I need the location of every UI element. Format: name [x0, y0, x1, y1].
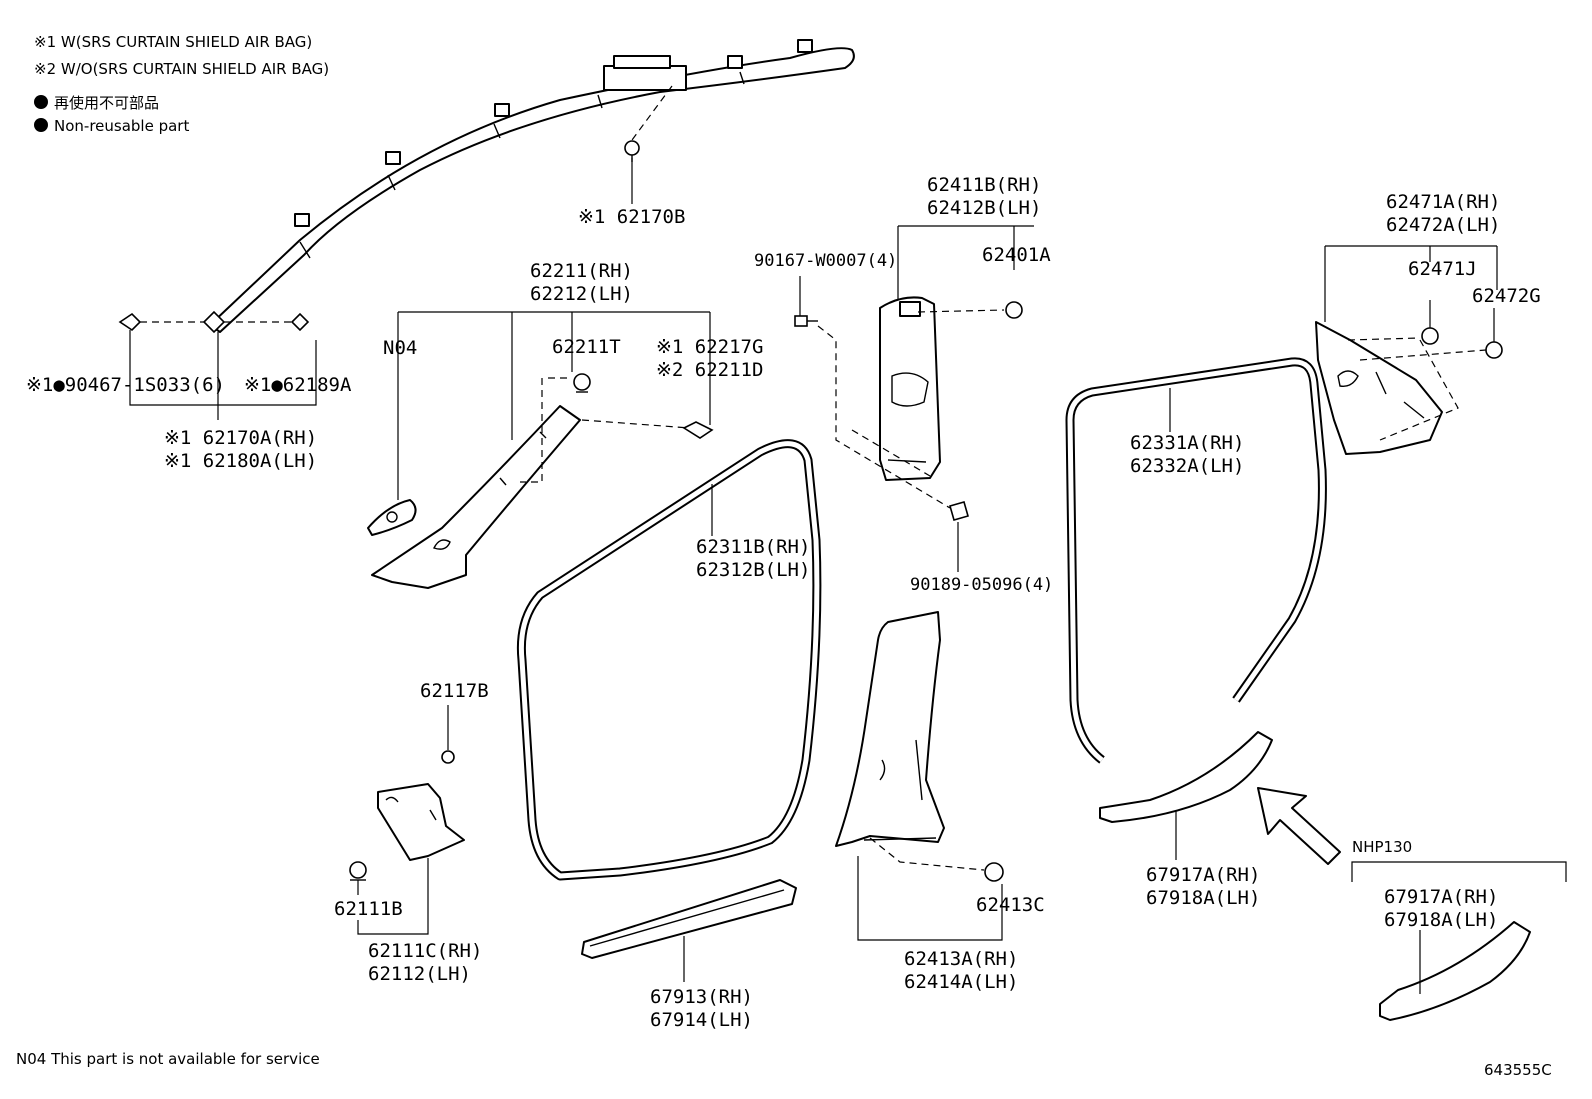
- label-62401A-text: 62401A: [982, 244, 1051, 266]
- label-67914-text: 67914(LH): [650, 1009, 753, 1031]
- label-62312B-text: 62312B(LH): [696, 559, 811, 581]
- front-scuff-plate[interactable]: [581, 879, 797, 959]
- label-62311B-text: 62311B(RH): [696, 536, 811, 558]
- note-non-reusable-en: Non-reusable part: [34, 117, 189, 135]
- label-62111B-text: 62111B: [334, 898, 403, 920]
- label-62472G[interactable]: 62472G: [1472, 285, 1541, 308]
- clip-90189[interactable]: [949, 501, 969, 521]
- non-reusable-jp-text: 再使用不可部品: [54, 94, 160, 112]
- label-90167-text: 90167-W0007(4): [754, 251, 898, 271]
- label-67918A-2-text: 67918A(LH): [1384, 909, 1499, 931]
- label-62411B[interactable]: 62411B(RH)62412B(LH): [927, 174, 1041, 220]
- label-62311B[interactable]: 62311B(RH)62312B(LH): [696, 536, 810, 582]
- label-90189-text: 90189-05096(4): [910, 575, 1054, 595]
- label-62211[interactable]: 62211(RH)62212(LH): [530, 260, 633, 306]
- clip-62111B[interactable]: [349, 861, 367, 881]
- label-62411B-text: 62411B(RH): [927, 174, 1042, 196]
- label-67917A-2[interactable]: 67917A(RH)67918A(LH): [1384, 886, 1498, 932]
- label-90467-text: ※1●90467-1S033(6): [26, 374, 225, 396]
- clip-62189A[interactable]: [290, 312, 310, 332]
- note-non-reusable-jp: 再使用不可部品: [34, 92, 159, 113]
- clip-62471J[interactable]: [1421, 327, 1439, 345]
- label-62212-text: 62212(LH): [530, 283, 633, 305]
- front-pillar-garnish[interactable]: [371, 405, 581, 589]
- label-62413A[interactable]: 62413A(RH)62414A(LH): [904, 948, 1018, 994]
- note-nhp130: NHP130: [1352, 838, 1413, 856]
- label-62413C[interactable]: 62413C: [976, 894, 1045, 917]
- label-62170A[interactable]: ※1 62170A(RH)※1 62180A(LH): [164, 427, 317, 473]
- label-62412B-text: 62412B(LH): [927, 197, 1042, 219]
- label-62211D-text: ※2 62211D: [656, 359, 764, 381]
- bullet-dot-icon: [34, 95, 48, 109]
- center-pillar-lower-garnish[interactable]: [835, 611, 945, 847]
- clip-62117B[interactable]: [441, 750, 455, 764]
- label-62111B[interactable]: 62111B: [334, 898, 403, 921]
- label-62117B-text: 62117B: [420, 680, 489, 702]
- label-67913[interactable]: 67913(RH)67914(LH): [650, 986, 753, 1032]
- label-62413C-text: 62413C: [976, 894, 1045, 916]
- clip-62472G[interactable]: [1485, 341, 1503, 359]
- label-62170A-text: ※1 62170A(RH): [164, 427, 318, 449]
- label-62331A-text: 62331A(RH): [1130, 432, 1245, 454]
- label-62211T-text: 62211T: [552, 336, 621, 358]
- label-62414A-text: 62414A(LH): [904, 971, 1019, 993]
- part-N04[interactable]: [367, 499, 417, 536]
- label-62180A-text: ※1 62180A(LH): [164, 450, 318, 472]
- label-67913-text: 67913(RH): [650, 986, 753, 1008]
- label-62189A[interactable]: ※1●62189A: [244, 374, 351, 397]
- label-67917A-1-text: 67917A(RH): [1146, 864, 1261, 886]
- label-67917A-1[interactable]: 67917A(RH)67918A(LH): [1146, 864, 1260, 910]
- note-2: ※2 W/O(SRS CURTAIN SHIELD AIR BAG): [34, 60, 330, 78]
- label-67918A-1-text: 67918A(LH): [1146, 887, 1261, 909]
- label-62472G-text: 62472G: [1472, 285, 1541, 307]
- rear-door-weatherstrip[interactable]: [1065, 357, 1327, 764]
- label-62413A-text: 62413A(RH): [904, 948, 1019, 970]
- cowl-side-trim[interactable]: [377, 783, 465, 861]
- label-62401A[interactable]: 62401A: [982, 244, 1051, 267]
- label-62211T[interactable]: 62211T: [552, 336, 621, 359]
- label-62331A[interactable]: 62331A(RH)62332A(LH): [1130, 432, 1244, 478]
- label-62170B-text: ※1 62170B: [578, 206, 686, 228]
- clip-90467[interactable]: [118, 312, 142, 332]
- label-62471J-text: 62471J: [1408, 258, 1477, 280]
- label-62111C-text: 62111C(RH): [368, 940, 483, 962]
- rear-scuff-plate[interactable]: [1099, 731, 1273, 823]
- clip-62211T[interactable]: [573, 373, 591, 393]
- bullet-dot-icon: [34, 118, 48, 132]
- label-90167[interactable]: 90167-W0007(4): [754, 250, 897, 273]
- roof-side-inner-garnish[interactable]: [1315, 321, 1443, 455]
- label-62211-text: 62211(RH): [530, 260, 633, 282]
- note-n04: N04 This part is not available for servi…: [16, 1050, 320, 1068]
- note-1: ※1 W(SRS CURTAIN SHIELD AIR BAG): [34, 33, 313, 51]
- label-62189A-text: ※1●62189A: [244, 374, 352, 396]
- label-62111C[interactable]: 62111C(RH)62112(LH): [368, 940, 482, 986]
- screw-90167[interactable]: [794, 315, 818, 327]
- label-62170B[interactable]: ※1 62170B: [578, 206, 685, 229]
- drawing-number: 643555C: [1484, 1061, 1552, 1079]
- clip-62217G[interactable]: [682, 421, 714, 439]
- center-pillar-upper-garnish[interactable]: [879, 296, 941, 481]
- label-67917A-2-text: 67917A(RH): [1384, 886, 1499, 908]
- label-62217G-text: ※1 62217G: [656, 336, 764, 358]
- label-62471J[interactable]: 62471J: [1408, 258, 1477, 281]
- label-62112-text: 62112(LH): [368, 963, 471, 985]
- label-62117B[interactable]: 62117B: [420, 680, 489, 703]
- clip-62413C[interactable]: [984, 862, 1004, 882]
- non-reusable-en-text: Non-reusable part: [54, 117, 190, 135]
- label-62471A[interactable]: 62471A(RH)62472A(LH): [1386, 191, 1500, 237]
- label-62217G[interactable]: ※1 62217G※2 62211D: [656, 336, 763, 382]
- label-62472A-text: 62472A(LH): [1386, 214, 1501, 236]
- rear-scuff-plate-nhp130[interactable]: [1379, 921, 1531, 1021]
- label-N04[interactable]: N04: [383, 337, 417, 360]
- view-arrow: [1257, 787, 1341, 865]
- clip-62401A[interactable]: [1005, 301, 1023, 319]
- label-62471A-text: 62471A(RH): [1386, 191, 1501, 213]
- label-90189[interactable]: 90189-05096(4): [910, 574, 1053, 597]
- label-N04-text: N04: [383, 337, 418, 359]
- curtain-airbag-part[interactable]: [209, 39, 855, 333]
- front-door-weatherstrip[interactable]: [516, 439, 822, 881]
- label-62332A-text: 62332A(LH): [1130, 455, 1245, 477]
- label-90467[interactable]: ※1●90467-1S033(6): [26, 374, 225, 397]
